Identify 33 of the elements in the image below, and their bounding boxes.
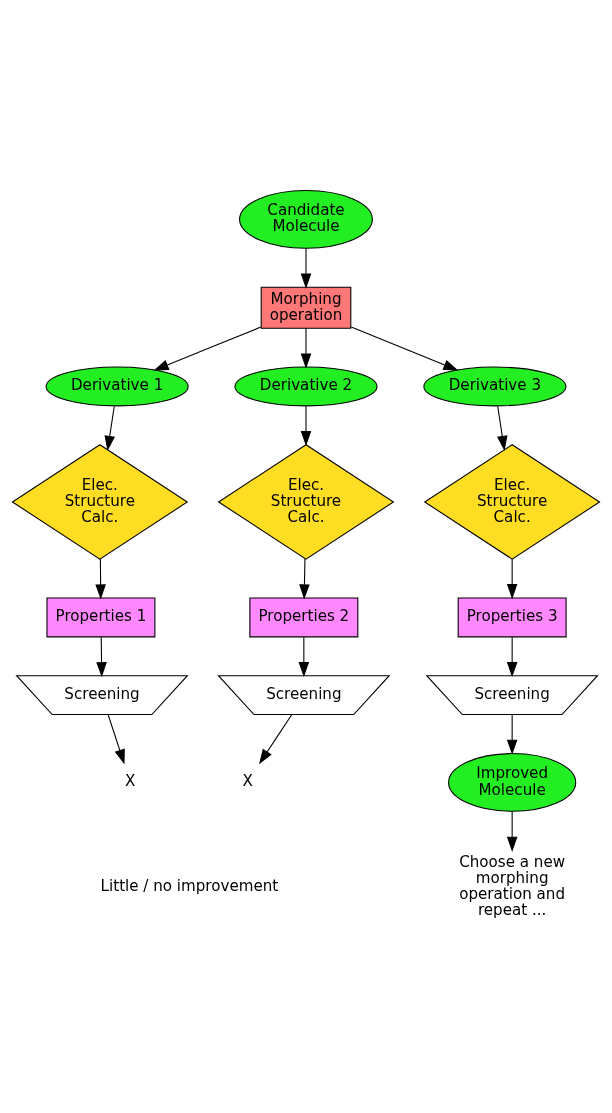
node-ellipse: Derivative 3 <box>423 366 567 406</box>
node-diamond: Elec. Structure Calc. <box>423 443 601 560</box>
arrow <box>350 326 459 371</box>
node-box: Properties 1 <box>46 596 156 637</box>
node-text: X <box>124 771 136 790</box>
node-ellipse: Derivative 2 <box>234 366 378 406</box>
arrow <box>258 713 293 764</box>
arrow <box>506 636 518 677</box>
arrow <box>497 405 508 451</box>
arrow <box>506 810 518 852</box>
arrow <box>506 713 518 755</box>
node-box: Morphing operation <box>260 286 352 329</box>
arrow <box>299 557 310 599</box>
node-box: Properties 3 <box>457 596 567 637</box>
arrow <box>104 405 115 451</box>
node-diamond: Elec. Structure Calc. <box>217 443 395 560</box>
arrow <box>96 636 107 677</box>
arrow <box>300 327 312 369</box>
arrow <box>506 558 518 599</box>
node-ellipse: Derivative 1 <box>45 366 189 406</box>
node-box: Properties 2 <box>249 596 359 637</box>
node-text: Choose a new morphing operation and repeat ... <box>459 852 566 919</box>
node-diamond: Elec. Structure Calc. <box>11 443 189 560</box>
label: Little / no improvement <box>100 876 279 895</box>
node-ellipse: Candidate Molecule <box>239 189 373 249</box>
arrow <box>298 636 310 677</box>
arrow <box>95 558 106 600</box>
arrow <box>153 326 262 371</box>
arrow <box>300 247 312 289</box>
node-text: X <box>242 771 253 790</box>
arrow <box>107 713 125 764</box>
arrow <box>300 405 312 446</box>
node-ellipse: Improved Molecule <box>448 752 577 812</box>
